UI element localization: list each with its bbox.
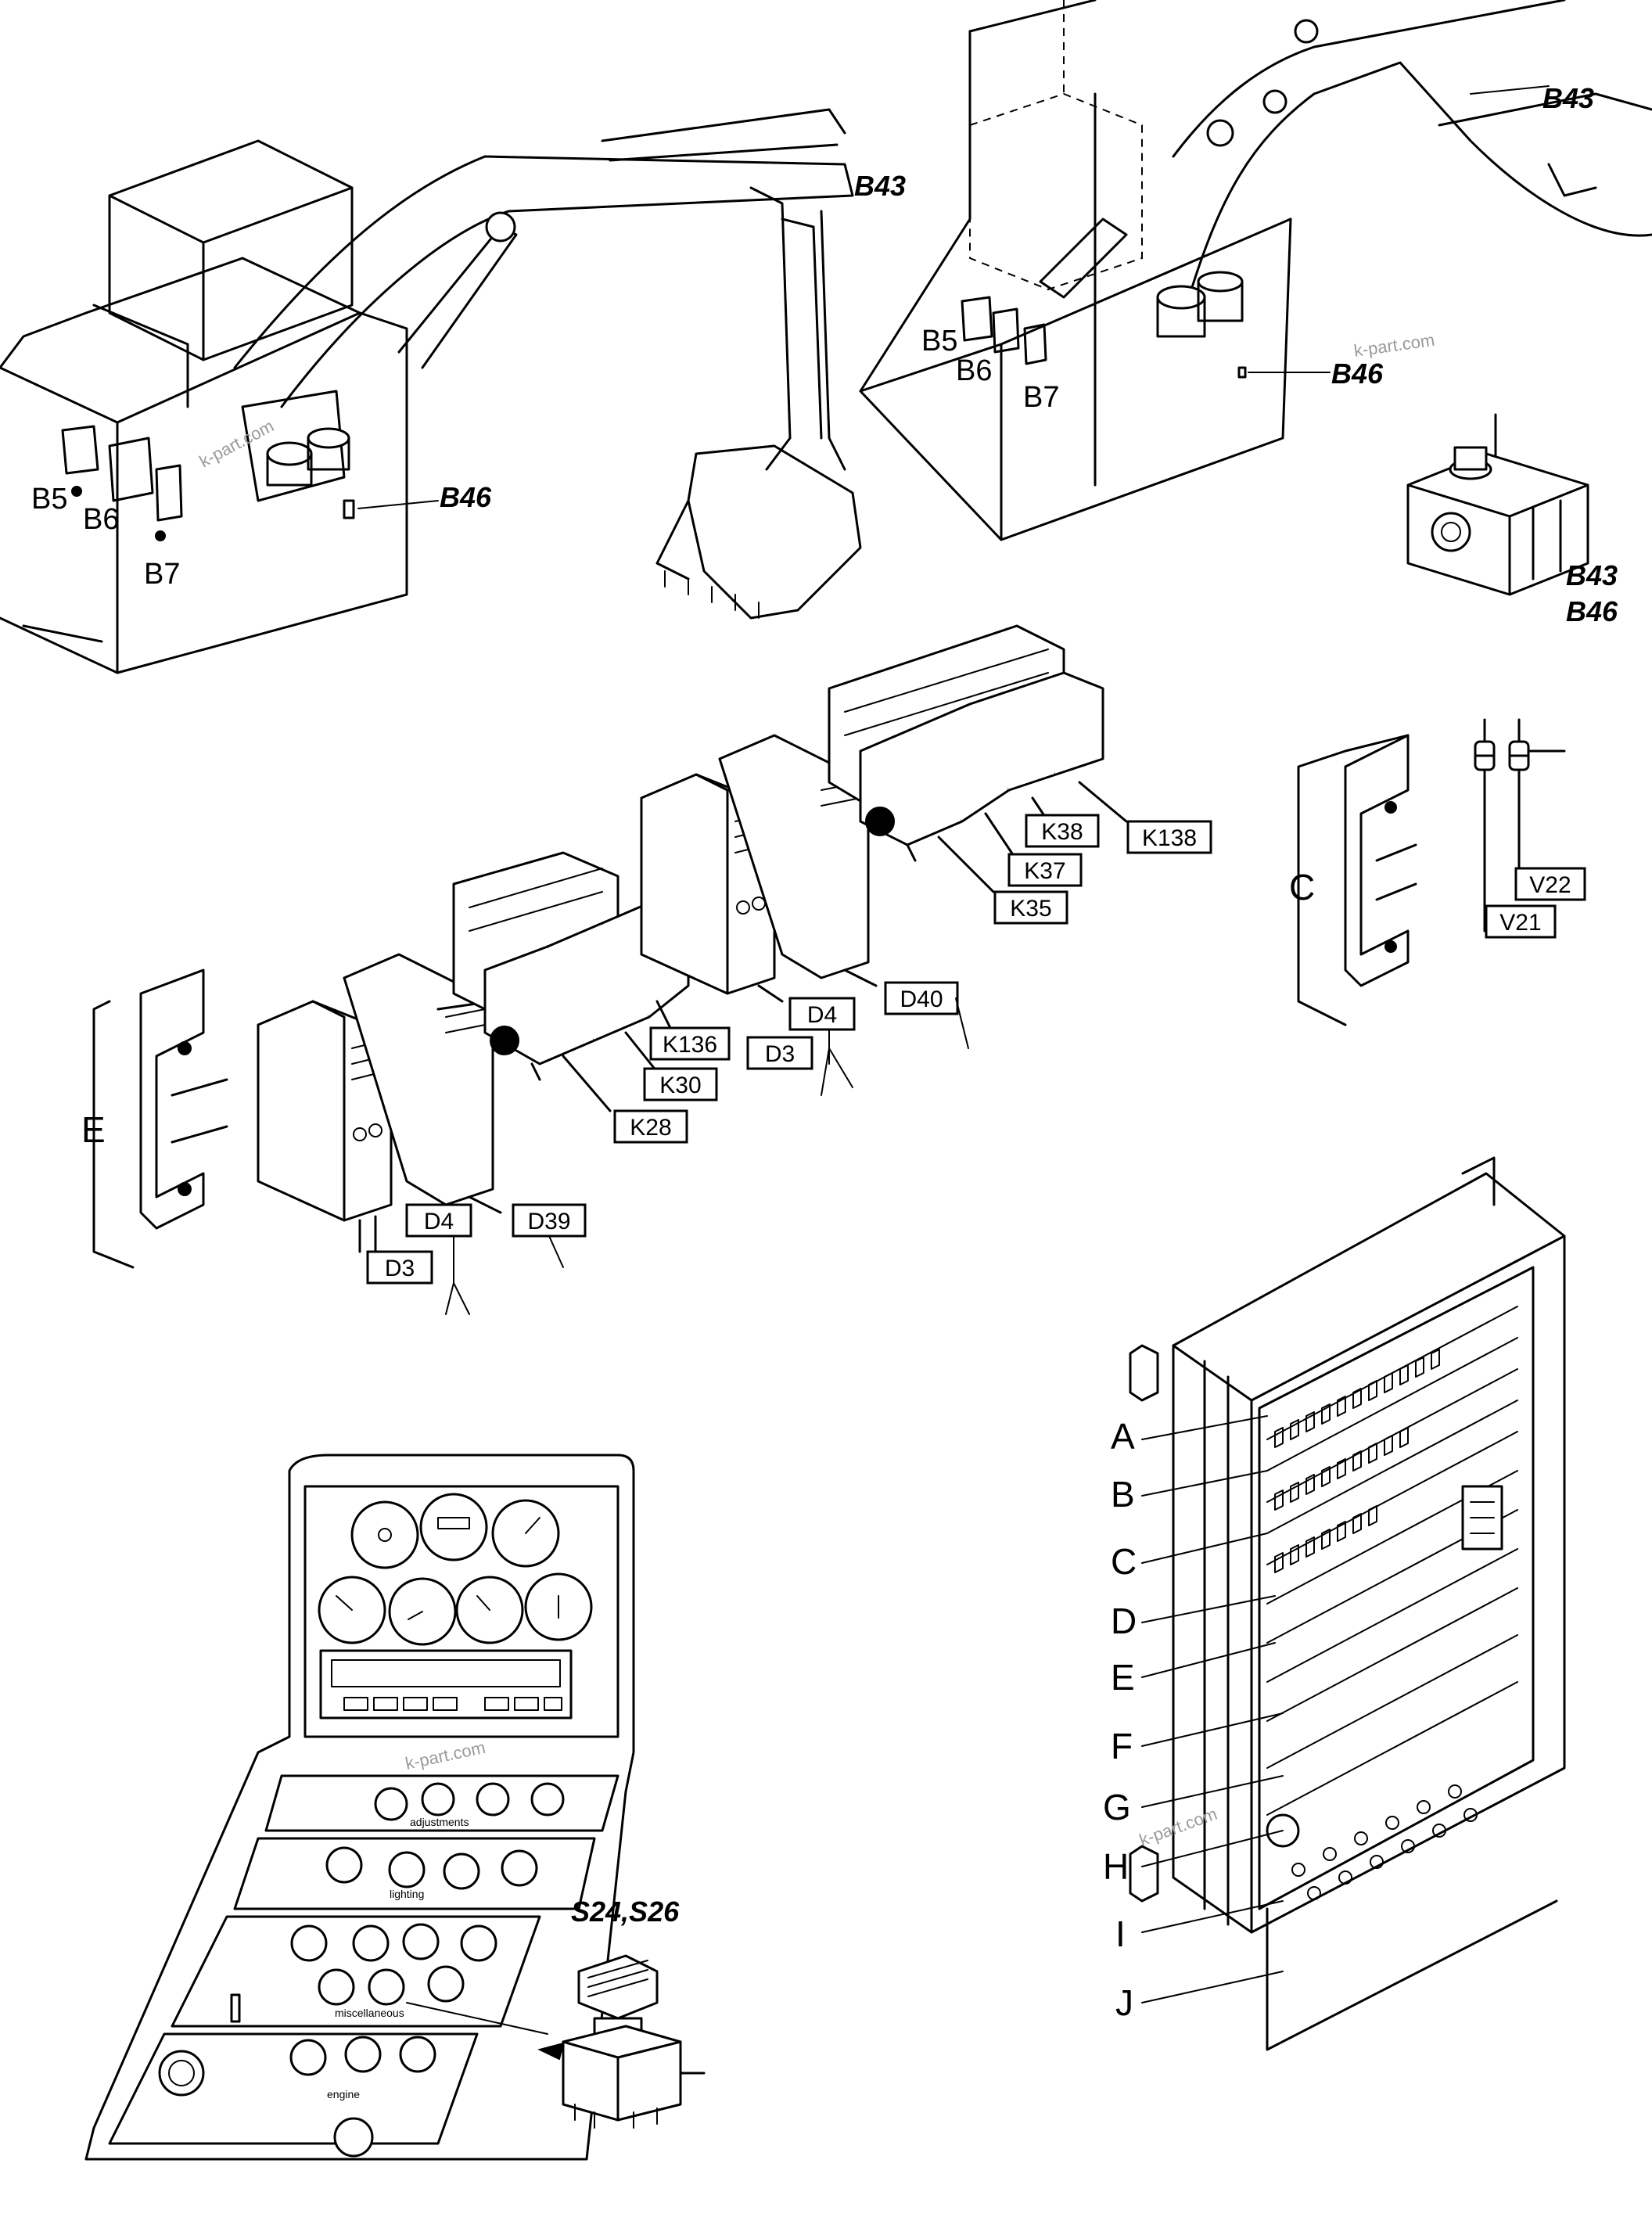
gauge-row-bottom (318, 1572, 593, 1646)
label-b43-right: B43 (1542, 82, 1594, 114)
label-k35: K35 (1010, 896, 1051, 922)
label-d3-right: D3 (765, 1041, 795, 1067)
module-d3-d4-left (257, 1000, 393, 1253)
label-b43-left: B43 (854, 170, 906, 202)
group-e-rail (92, 968, 228, 1269)
module-d40 (718, 734, 878, 987)
label-sensor-line1: B43 (1566, 559, 1618, 591)
label-lighting: lighting (390, 1888, 424, 1900)
gauge-row-top (350, 1493, 560, 1569)
cabinet-row-g: G (1103, 1787, 1131, 1827)
cabinet-row-c: C (1111, 1541, 1137, 1582)
label-sensor-line2: B46 (1566, 595, 1618, 627)
label-d4-right: D4 (807, 1002, 837, 1028)
relay-block-k28-k30-k136 (452, 851, 690, 1112)
label-c-bracket: C (1289, 867, 1315, 907)
label-d3-left: D3 (385, 1256, 415, 1281)
label-b5-left: B5 (31, 483, 67, 516)
dashboard-panel: adjustments lighting miscellaneous engin… (84, 1454, 635, 2161)
label-v22: V22 (1529, 872, 1571, 898)
electrical-cabinet (1129, 1156, 1566, 2051)
label-k138: K138 (1142, 825, 1197, 851)
label-adjustments: adjustments (410, 1816, 469, 1828)
label-b7-right: B7 (1023, 381, 1059, 414)
label-b6-right: B6 (956, 354, 992, 387)
cabinet-row-i: I (1115, 1914, 1126, 1954)
label-d40: D40 (900, 986, 943, 1012)
diodes-v21-v22 (1474, 718, 1566, 933)
watermark-1: k-part.com (196, 416, 277, 472)
label-b7-left: B7 (144, 558, 180, 591)
sensor-b43-b46-detail (1406, 413, 1589, 596)
switch-s24-s26 (537, 1954, 706, 2129)
cabinet-row-d: D (1111, 1601, 1137, 1641)
label-b46-right: B46 (1331, 358, 1384, 390)
label-miscellaneous: miscellaneous (335, 2007, 404, 2019)
label-k136: K136 (663, 1032, 717, 1058)
label-k37: K37 (1024, 858, 1065, 884)
module-d39 (343, 953, 502, 1214)
excavator-right-illustration (859, 0, 1652, 541)
label-k38: K38 (1041, 819, 1083, 845)
cabinet-row-b: B (1111, 1474, 1135, 1515)
label-b6-left: B6 (83, 503, 119, 536)
watermark-2: k-part.com (1352, 330, 1435, 361)
relay-block-k35-k37-k38-k138 (828, 624, 1128, 893)
cabinet-row-f: F (1111, 1726, 1133, 1766)
label-b5-right: B5 (921, 325, 957, 358)
label-b46-left: B46 (440, 481, 492, 513)
cabinet-row-j: J (1115, 1982, 1133, 2023)
label-k28: K28 (630, 1115, 671, 1141)
cabinet-row-a: A (1111, 1416, 1135, 1457)
cabinet-row-h: H (1103, 1846, 1129, 1887)
group-c-rail (1297, 734, 1417, 1026)
label-d39: D39 (527, 1209, 570, 1234)
label-e-bracket: E (81, 1109, 106, 1150)
excavator-left-illustration (0, 108, 862, 674)
label-v21: V21 (1499, 910, 1541, 936)
label-k30: K30 (659, 1073, 701, 1098)
label-s24-s26: S24,S26 (571, 1896, 680, 1928)
cabinet-row-e: E (1111, 1657, 1135, 1698)
label-d4-left: D4 (424, 1209, 454, 1234)
label-engine: engine (327, 2088, 360, 2100)
